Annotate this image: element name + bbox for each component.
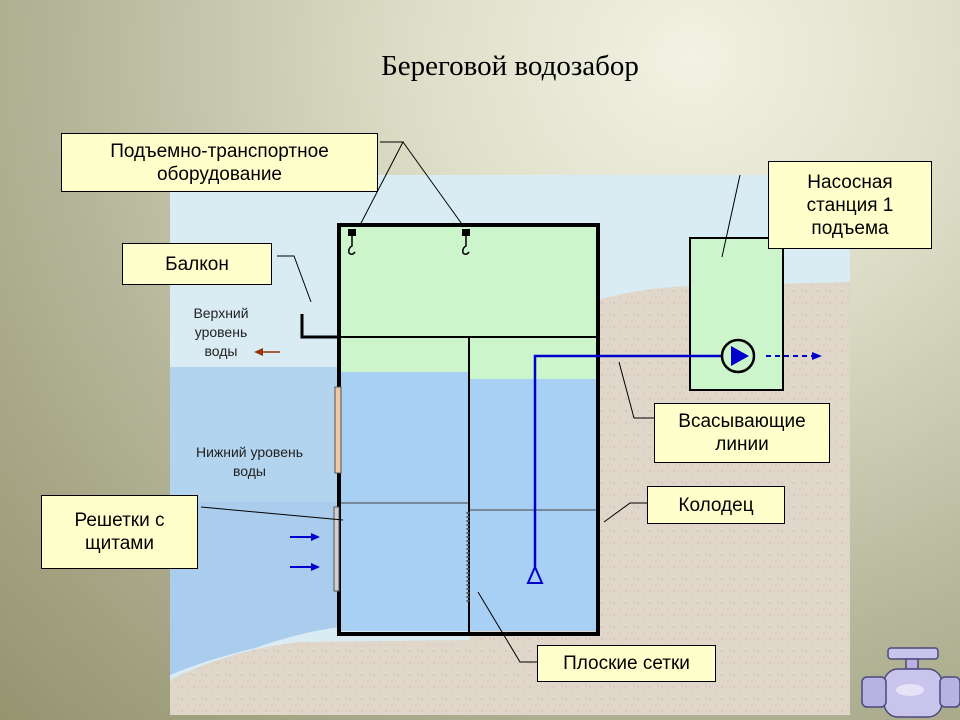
pump-triangle xyxy=(731,346,749,366)
river-lower-band xyxy=(170,502,340,675)
upper-water-level-label: Верхний уровень воды xyxy=(193,305,249,359)
pump-valve-icon[interactable] xyxy=(860,645,960,720)
suction-inlet xyxy=(526,564,544,584)
intake-chamber-upper-water xyxy=(341,372,468,503)
callout-well: Колодец xyxy=(647,486,785,524)
lower-screen-shield xyxy=(333,506,340,592)
machine-hall xyxy=(339,225,598,337)
upper-level-arrow xyxy=(254,348,280,356)
inflow-arrow-1 xyxy=(290,533,320,541)
callout-lifting-equipment: Подъемно-транспортное оборудование xyxy=(61,133,378,192)
callout-leaders xyxy=(200,141,741,663)
crane-hook-right xyxy=(462,229,470,256)
ground-area xyxy=(170,282,850,715)
discharge-arrow xyxy=(812,352,822,360)
building-walls xyxy=(337,223,600,636)
well-chamber-upper-water xyxy=(470,379,597,510)
lower-water-level-label: Нижний уровень воды xyxy=(195,444,304,479)
callout-suction-lines: Всасывающие линии xyxy=(654,403,830,463)
callout-pump-station: Насосная станция 1 подъема xyxy=(768,161,932,249)
suction-pipe xyxy=(533,354,722,567)
balcony-ledge xyxy=(300,314,339,339)
well-chamber-air xyxy=(470,337,597,379)
slide-title: Береговой водозабор xyxy=(381,50,639,82)
intake-chamber-lower-water xyxy=(341,503,468,631)
intake-chamber-air xyxy=(341,337,468,372)
callout-flat-screens: Плоские сетки xyxy=(537,645,716,682)
inflow-arrow-2 xyxy=(290,563,320,571)
crane-hook-left xyxy=(348,229,356,256)
callout-balcony: Балкон xyxy=(122,243,272,285)
upper-screen-shield xyxy=(334,386,342,474)
callout-screens: Решетки с щитами xyxy=(41,495,198,569)
